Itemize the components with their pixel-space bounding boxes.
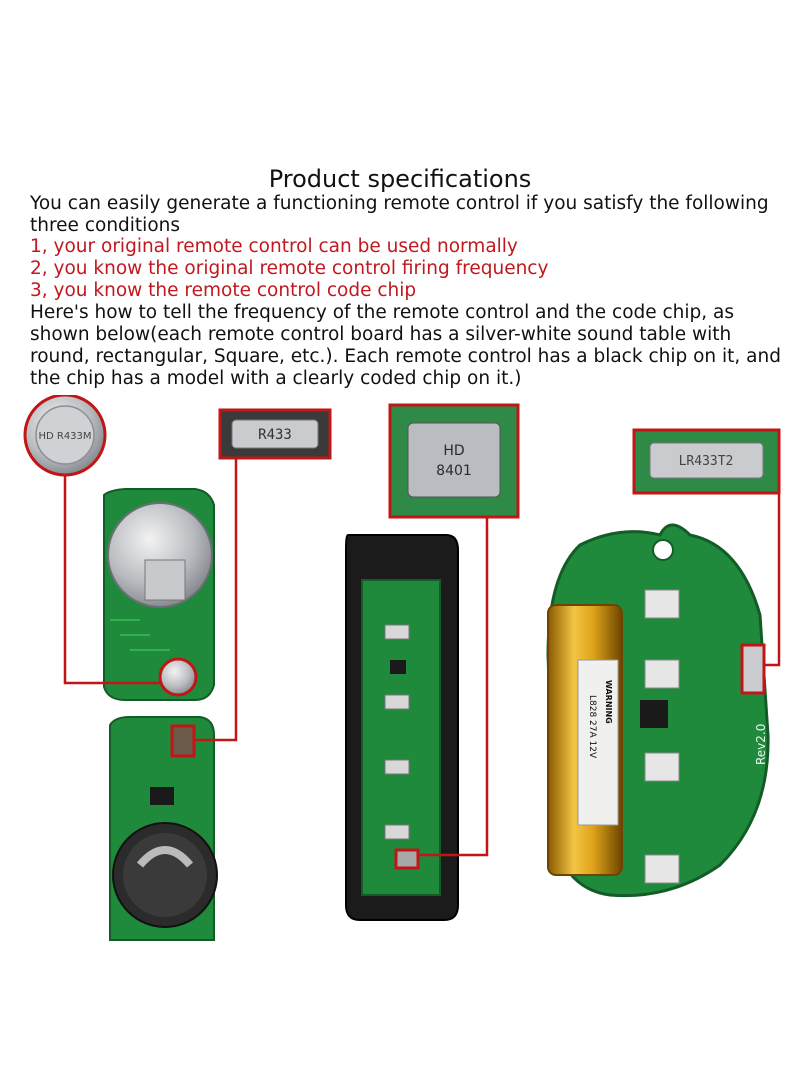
condition-1: 1, your original remote control can be u…: [30, 236, 518, 257]
rect-resonator-2-label: LR433T2: [679, 454, 734, 469]
remote-boards-illustration: HD R433M R433 HD 8401: [23, 395, 781, 941]
condition-3: 3, you know the remote control code chip: [30, 280, 417, 301]
left-bottom-board: [109, 716, 218, 941]
square-resonator-callout: HD 8401: [388, 403, 520, 519]
round-resonator-label: HD R433M: [38, 431, 91, 442]
board-revision: Rev2.0: [754, 724, 768, 765]
howto-paragraph: Here's how to tell the frequency of the …: [30, 302, 781, 389]
round-resonator-callout: HD R433M: [23, 395, 107, 477]
battery-model: L828 27A 12V: [587, 695, 597, 759]
square-resonator-label: HD: [443, 443, 464, 459]
page-title: Product specifications: [268, 165, 532, 193]
square-resonator-model: 8401: [436, 463, 472, 479]
middle-remote: [345, 534, 459, 921]
intro-paragraph: You can easily generate a functioning re…: [30, 193, 769, 236]
battery-warning-title: WARNING: [604, 680, 613, 724]
rect-resonator-1-label: R433: [258, 427, 292, 443]
battery: L828 27A 12V WARNING: [547, 604, 623, 876]
rect-resonator-callout-1: R433: [218, 408, 332, 460]
rect-resonator-callout-2: LR433T2: [632, 428, 781, 495]
left-top-board: [103, 488, 215, 701]
condition-2: 2, you know the original remote control …: [30, 258, 549, 279]
